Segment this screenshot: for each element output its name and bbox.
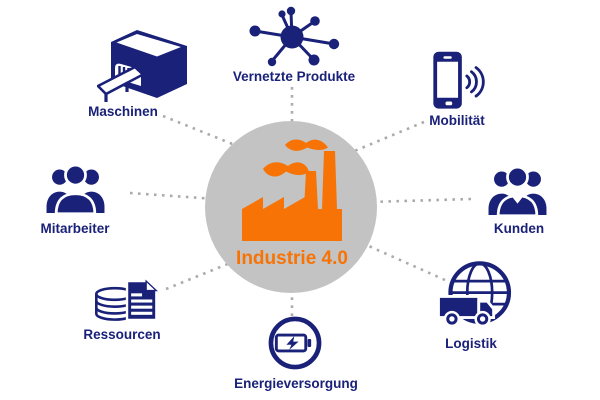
people-group-icon: [488, 165, 547, 218]
connector-maschinen: [162, 114, 241, 149]
factory-icon: [242, 139, 342, 241]
node-label-vernetzte-produkte: Vernetzte Produkte: [232, 69, 356, 84]
truck-globe-icon: [437, 261, 512, 328]
node-label-logistik: Logistik: [445, 336, 497, 351]
network-icon: [249, 6, 340, 67]
node-label-maschinen: Maschinen: [88, 104, 158, 119]
node-label-energieversorgung: Energieversorgung: [234, 376, 358, 391]
people-group-icon: [46, 163, 105, 216]
connector-mobilitaet: [351, 120, 425, 154]
node-label-ressourcen: Ressourcen: [83, 327, 161, 342]
connector-mitarbeiter: [129, 191, 216, 201]
center-label: Industrie 4.0: [236, 248, 348, 269]
database-document-icon: [95, 279, 158, 322]
connector-kunden: [369, 197, 472, 204]
machine-icon: [97, 30, 187, 102]
node-label-mobilitaet: Mobilität: [429, 113, 485, 128]
node-label-mitarbeiter: Mitarbeiter: [40, 221, 110, 236]
node-label-kunden: Kunden: [493, 221, 545, 236]
smartphone-icon: [433, 51, 485, 109]
battery-icon: [268, 316, 322, 370]
